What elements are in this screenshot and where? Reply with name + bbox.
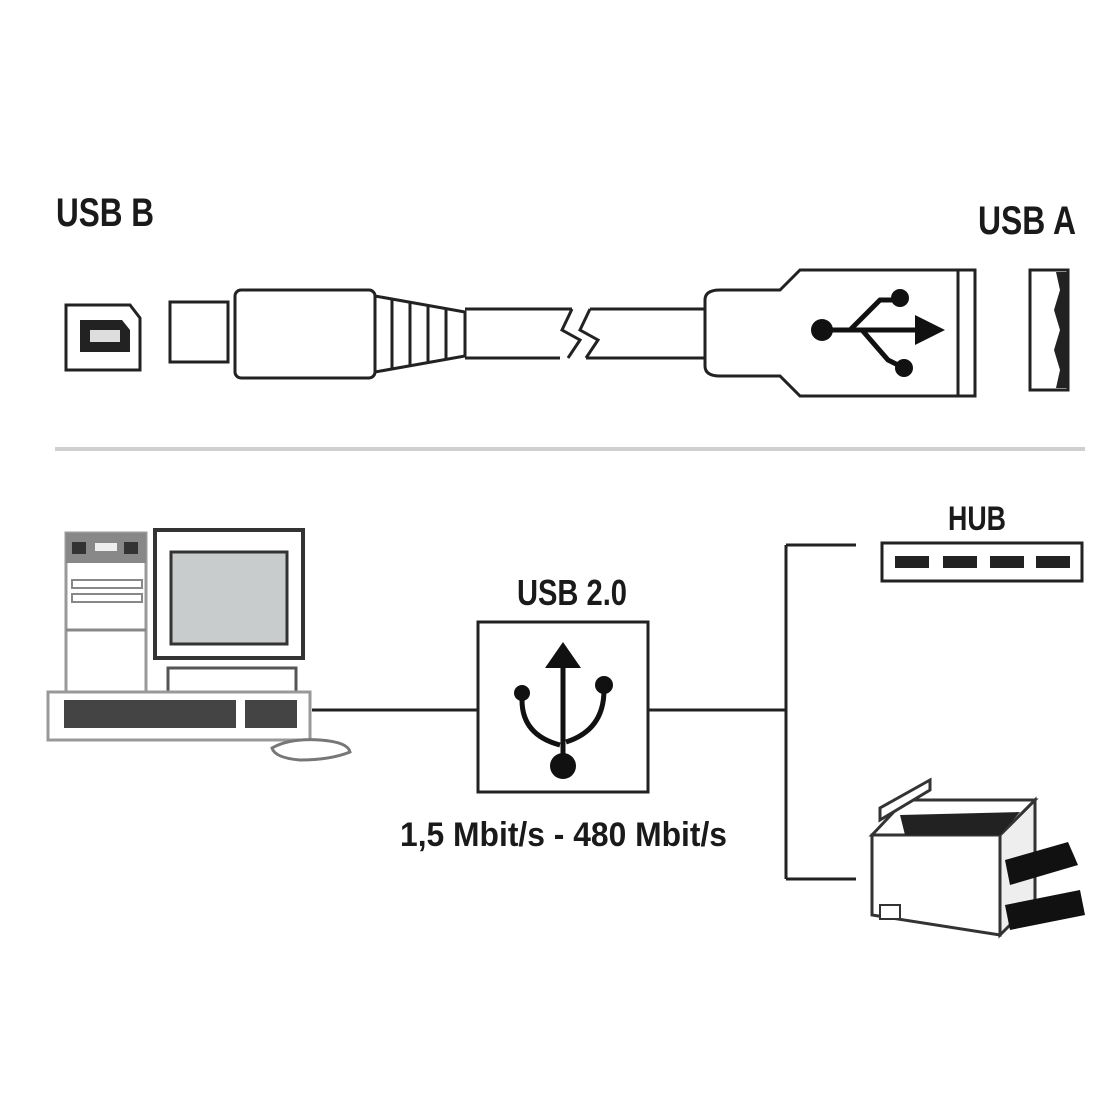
usb-trident-icon xyxy=(811,289,945,377)
usb-version-label: USB 2.0 xyxy=(517,572,627,613)
speed-label: 1,5 Mbit/s - 480 Mbit/s xyxy=(400,816,727,854)
computer-icon xyxy=(46,528,352,762)
usb-a-label: USB A xyxy=(978,199,1076,243)
hub-label: HUB xyxy=(948,500,1006,538)
hub-icon xyxy=(880,541,1084,583)
usb-b-socket-icon xyxy=(64,303,142,372)
connection-lines xyxy=(312,543,856,881)
usb-logo-icon xyxy=(514,642,613,779)
usb-b-label: USB B xyxy=(56,191,154,235)
printer-icon xyxy=(868,777,1085,939)
